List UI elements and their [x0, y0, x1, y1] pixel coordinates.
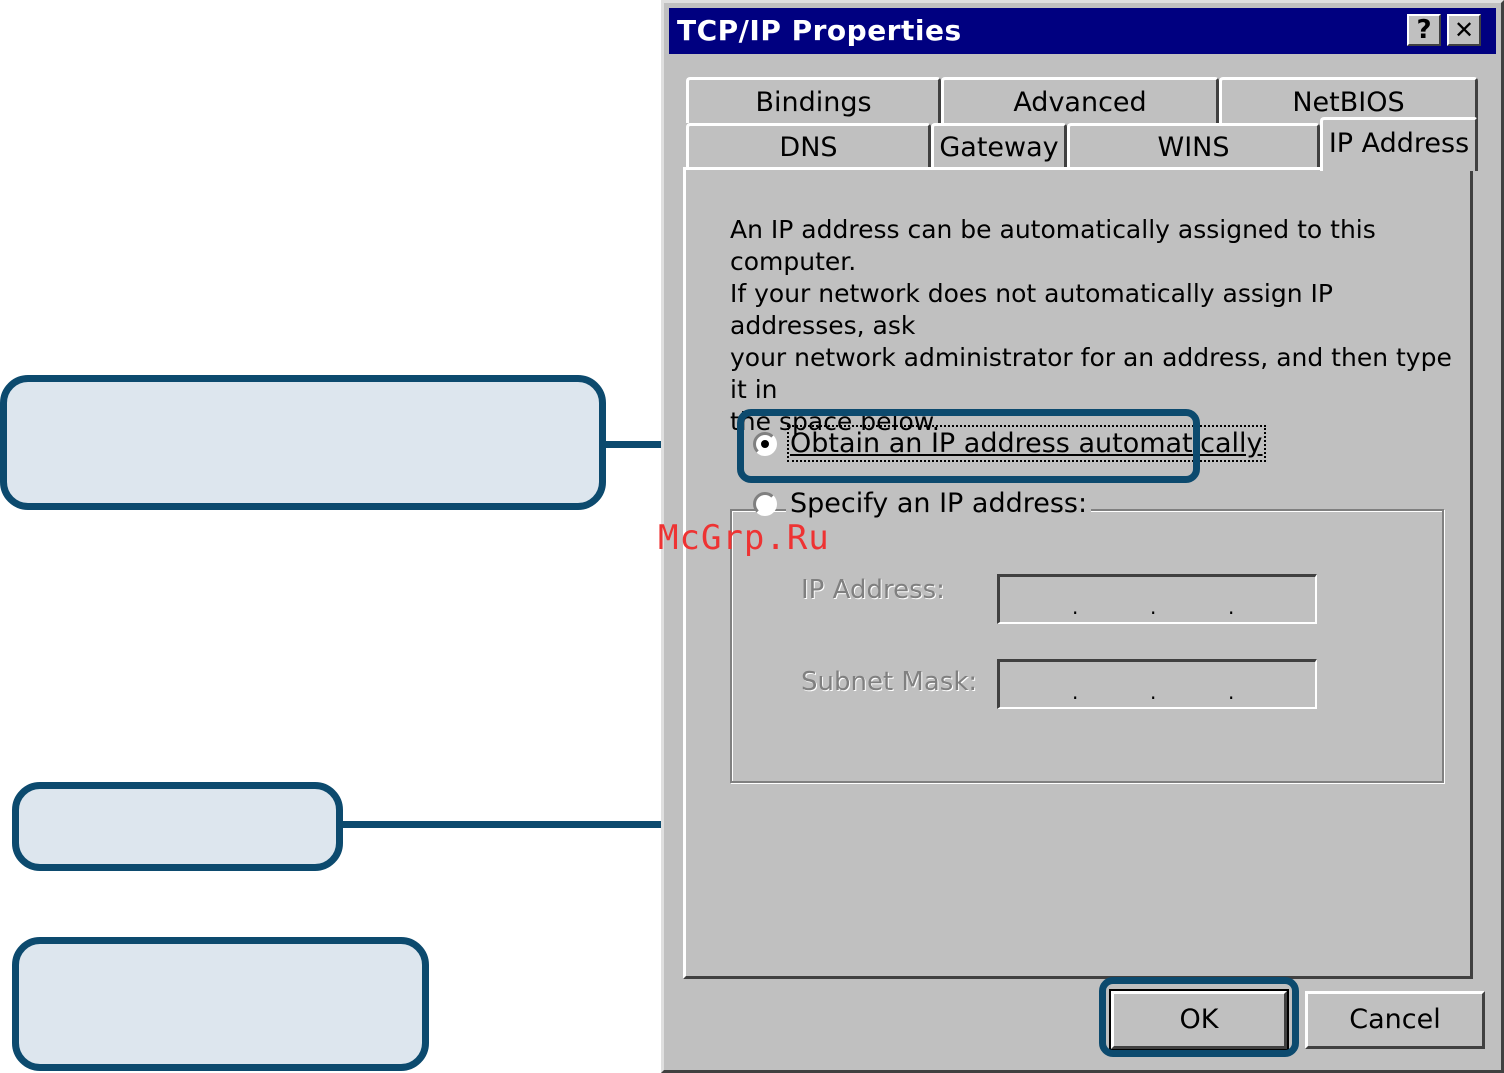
ok-button-highlight [1099, 977, 1299, 1057]
ip-octet-1[interactable] [1006, 580, 1072, 620]
ip-octet-3[interactable] [1162, 580, 1228, 620]
tab-gateway[interactable]: Gateway [931, 123, 1067, 169]
ip-octet-2[interactable] [1084, 580, 1150, 620]
obtain-ip-radio[interactable] [753, 432, 777, 456]
subnet-mask-input[interactable]: . . . [997, 659, 1317, 709]
ip-separator-3: . [1228, 595, 1235, 619]
tab-netbios[interactable]: NetBIOS [1219, 77, 1478, 123]
tab-netbios-label: NetBIOS [1292, 87, 1405, 118]
description-text: An IP address can be automatically assig… [730, 214, 1460, 438]
ip-address-input[interactable]: . . . [997, 574, 1317, 624]
callout-box-bottom [12, 937, 429, 1071]
radio-selected-dot [761, 440, 769, 448]
tab-bindings[interactable]: Bindings [686, 77, 941, 123]
tab-wins-configuration[interactable]: WINS Configuration [1067, 123, 1320, 207]
description-line-3: your network administrator for an addres… [730, 343, 1452, 404]
tcpip-properties-dialog: TCP/IP Properties ? ✕ Bindings Advanced … [661, 0, 1504, 1073]
cancel-button[interactable]: Cancel [1305, 991, 1485, 1049]
callout-box-middle [12, 782, 343, 871]
tab-dns-configuration[interactable]: DNS Configuration [686, 123, 931, 207]
subnet-mask-label: Subnet Mask: [801, 667, 978, 697]
watermark-text: McGrp.Ru [658, 518, 830, 558]
close-button[interactable]: ✕ [1447, 14, 1481, 46]
window-title: TCP/IP Properties [677, 14, 962, 47]
ip-octet-4[interactable] [1240, 580, 1306, 620]
specify-ip-groupbox [730, 509, 1444, 783]
obtain-ip-highlight [737, 409, 1200, 483]
subnet-separator-3: . [1228, 680, 1235, 704]
subnet-separator-1: . [1072, 680, 1079, 704]
description-line-1: An IP address can be automatically assig… [730, 215, 1376, 276]
tab-ip-address[interactable]: IP Address [1320, 117, 1478, 171]
ip-address-label: IP Address: [801, 575, 945, 605]
tab-advanced-label: Advanced [1013, 87, 1147, 118]
tab-bindings-label: Bindings [755, 87, 872, 118]
subnet-octet-3[interactable] [1162, 665, 1228, 705]
subnet-octet-2[interactable] [1084, 665, 1150, 705]
ip-separator-1: . [1072, 595, 1079, 619]
obtain-ip-label[interactable]: Obtain an IP address automatically [787, 425, 1266, 462]
tab-advanced[interactable]: Advanced [941, 77, 1219, 123]
help-button[interactable]: ? [1407, 14, 1441, 46]
title-bar: TCP/IP Properties ? ✕ [669, 8, 1496, 54]
subnet-octet-1[interactable] [1006, 665, 1072, 705]
specify-ip-radio[interactable] [753, 492, 777, 516]
ip-address-panel: An IP address can be automatically assig… [683, 167, 1473, 979]
subnet-octet-4[interactable] [1240, 665, 1306, 705]
callout-box-top [0, 375, 606, 510]
ok-button[interactable]: OK [1109, 989, 1289, 1051]
subnet-separator-2: . [1150, 680, 1157, 704]
ip-separator-2: . [1150, 595, 1157, 619]
description-line-2: If your network does not automatically a… [730, 279, 1333, 340]
specify-ip-label[interactable]: Specify an IP address: [786, 488, 1092, 519]
tab-ip-address-label: IP Address [1328, 128, 1470, 159]
tab-gateway-label: Gateway [939, 132, 1059, 163]
